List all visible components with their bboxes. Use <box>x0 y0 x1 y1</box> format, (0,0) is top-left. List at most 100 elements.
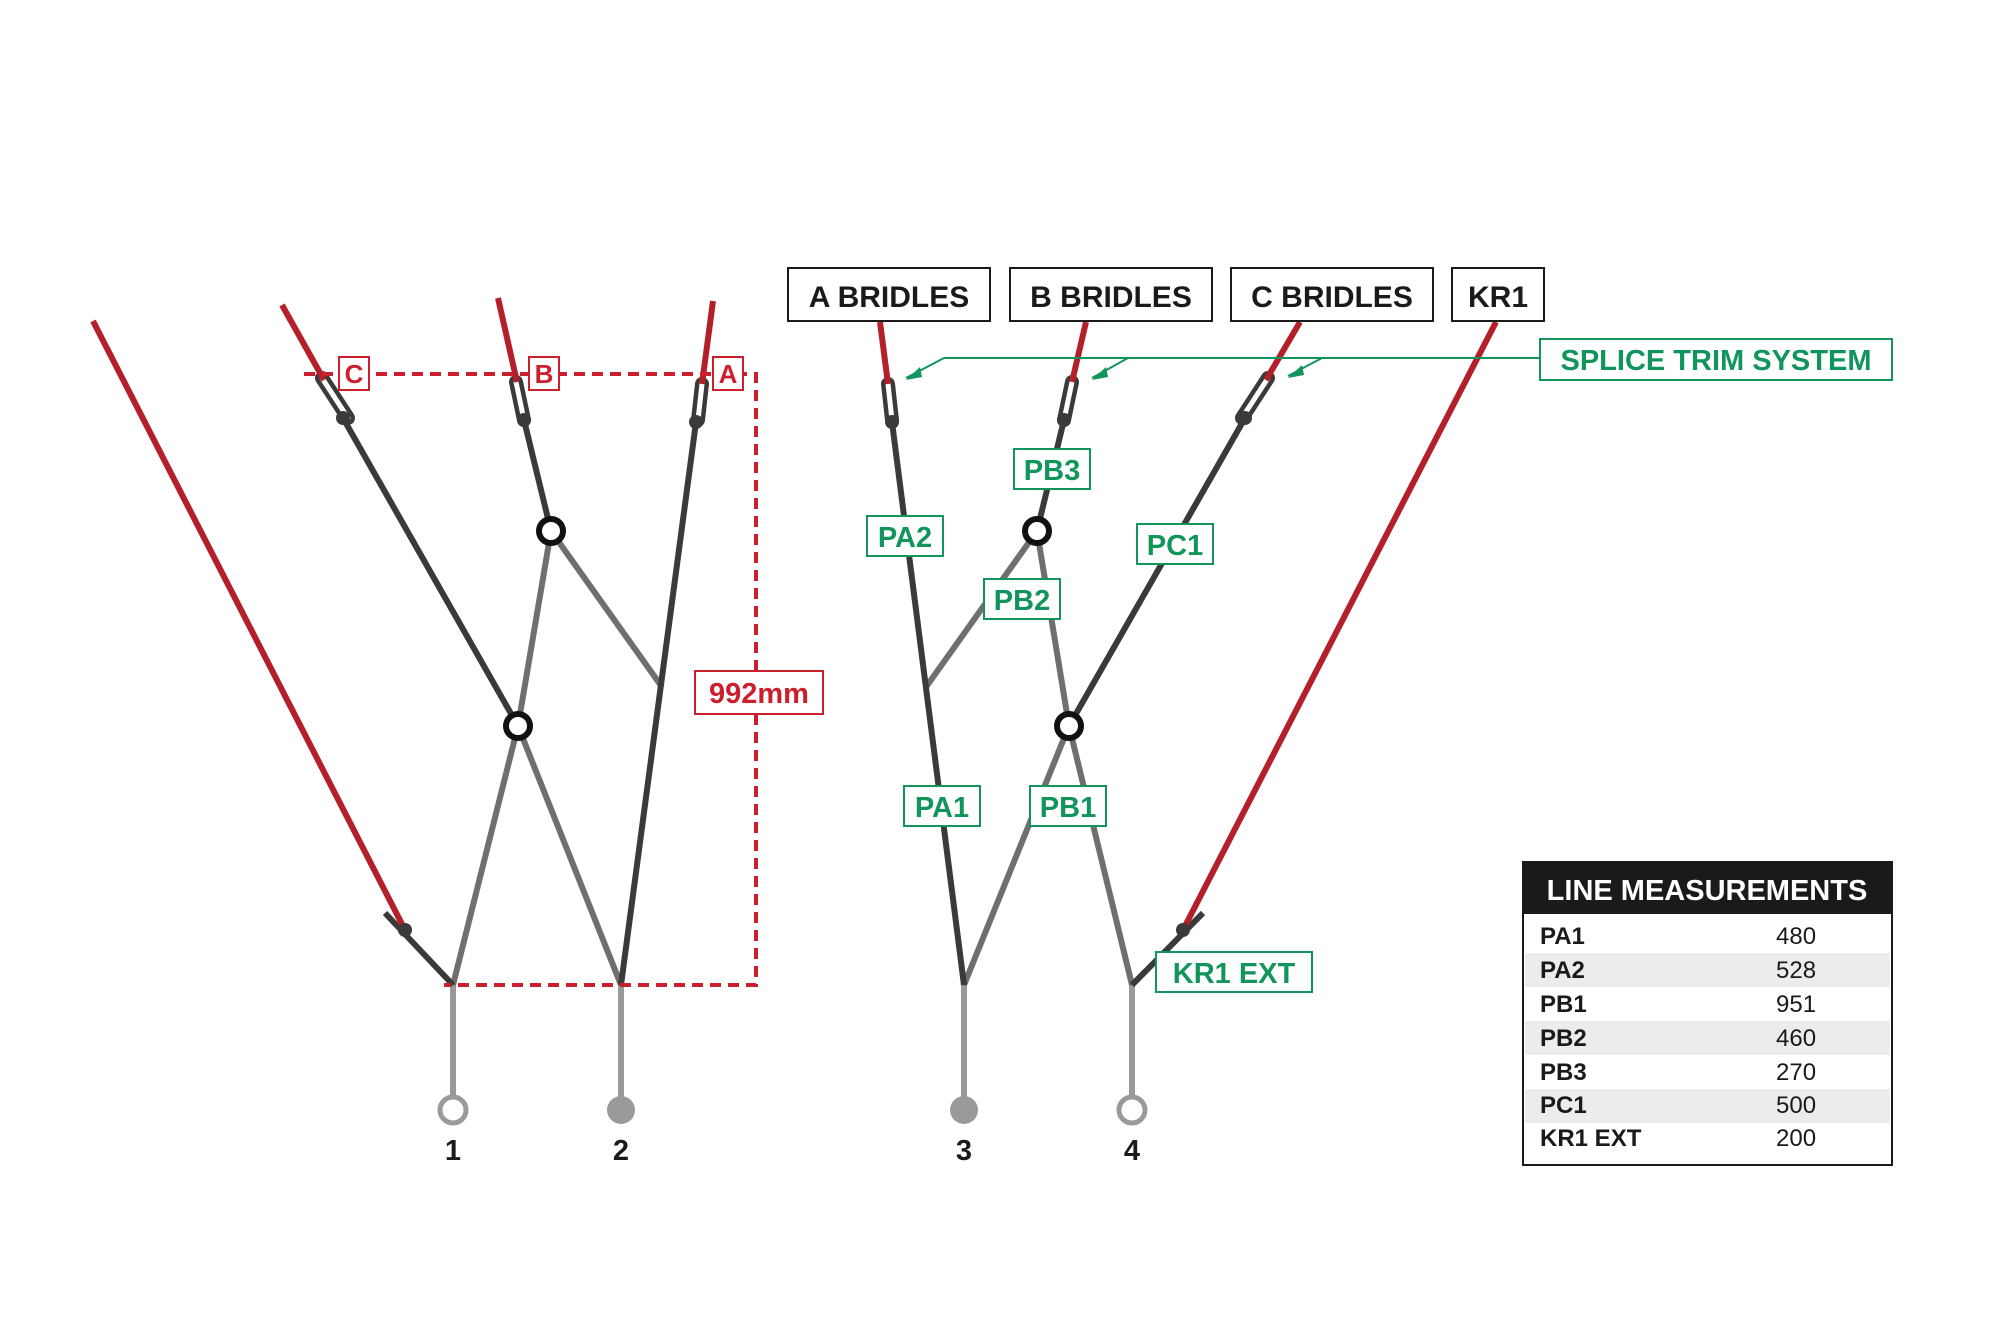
kr1-line-right <box>1180 320 1499 932</box>
a-bridle-tip <box>699 300 716 385</box>
segment-pa1-label: PA1 <box>915 792 969 824</box>
a-bridles-tip <box>877 321 891 385</box>
b-knot <box>517 413 531 427</box>
segment-pb3-label: PB3 <box>1024 455 1080 487</box>
segment-kr1-ext-label: KR1 EXT <box>1173 958 1296 990</box>
pb1-to-line-3 <box>961 724 1072 987</box>
c-ring-to-b-ring <box>515 530 554 727</box>
marker-c-label: C <box>345 359 364 389</box>
left-diagram: C B A 992mm 1 2 <box>90 297 824 1167</box>
header-b-bridles: B BRIDLES <box>1009 267 1213 322</box>
pc-knot <box>1238 411 1252 425</box>
line-number-3: 3 <box>956 1135 972 1167</box>
b-bridles-tip <box>1069 321 1089 383</box>
pb-knot <box>1057 413 1071 427</box>
table-stripe-4 <box>1525 1021 1890 1055</box>
row-value: 528 <box>1776 957 1816 984</box>
marker-c: C <box>338 356 370 391</box>
segment-pa2-label: PA2 <box>878 522 932 554</box>
line-3-end-filled <box>950 1096 978 1124</box>
row-value: 951 <box>1776 991 1816 1018</box>
table-stripe-6 <box>1525 1089 1890 1123</box>
marker-b: B <box>528 356 560 391</box>
row-name: PB2 <box>1540 1025 1587 1052</box>
segment-pa1: PA1 <box>903 785 981 827</box>
c-bridle-tip <box>279 303 327 382</box>
segment-pb1: PB1 <box>1029 785 1107 827</box>
dimension-value: 992mm <box>709 678 809 710</box>
segment-pb3: PB3 <box>1013 448 1091 490</box>
right-diagram: A BRIDLES B BRIDLES C BRIDLES KR1 SPLICE… <box>787 267 1893 1167</box>
line-2-end-filled <box>607 1096 635 1124</box>
b-ring <box>536 516 566 546</box>
kr1-ext-line <box>1129 910 1206 988</box>
dimension-label: 992mm <box>694 670 824 715</box>
header-a-bridles: A BRIDLES <box>787 267 991 322</box>
pa-line <box>889 421 967 986</box>
a-knot <box>689 415 703 429</box>
marker-b-label: B <box>535 359 554 389</box>
c-bridles-tip <box>1263 320 1303 382</box>
row-value: 500 <box>1776 1092 1816 1119</box>
table-row: KR1 EXT 200 <box>1540 1125 1816 1152</box>
line-4-end-open <box>1116 1094 1148 1126</box>
segment-pb2: PB2 <box>983 578 1061 620</box>
marker-a: A <box>712 356 744 391</box>
marker-a-label: A <box>719 359 738 389</box>
table-row: PC1 500 <box>1540 1092 1816 1119</box>
pb2-upper <box>1034 530 1072 727</box>
c-knot <box>336 411 350 425</box>
segment-pc1: PC1 <box>1136 523 1214 565</box>
row-name: PA1 <box>1540 923 1585 950</box>
table-row: PB2 460 <box>1540 1025 1816 1052</box>
line-1-to-c-ring <box>450 725 521 986</box>
header-c-bridles: C BRIDLES <box>1230 267 1434 322</box>
row-name: PA2 <box>1540 957 1585 984</box>
b-ring-to-a-line <box>548 529 665 689</box>
kr1-line-left <box>90 319 408 932</box>
kr1-knot-right <box>1176 923 1190 937</box>
kr1-ext-left <box>382 910 456 988</box>
line-number-4: 4 <box>1124 1135 1140 1167</box>
segment-pb1-label: PB1 <box>1040 792 1096 824</box>
row-name: KR1 EXT <box>1540 1125 1642 1152</box>
table-row: PA2 528 <box>1540 957 1816 984</box>
row-value: 480 <box>1776 923 1816 950</box>
segment-pc1-label: PC1 <box>1147 530 1203 562</box>
pa-knot <box>885 415 899 429</box>
splice-trim-callout: SPLICE TRIM SYSTEM <box>905 338 1893 381</box>
header-a-bridles-label: A BRIDLES <box>809 281 970 314</box>
c-bridle-line <box>340 416 521 728</box>
table-header <box>1523 862 1892 914</box>
pb2-lower <box>923 529 1040 689</box>
row-name: PC1 <box>1540 1092 1587 1119</box>
c-ring-to-line-2 <box>515 724 624 987</box>
row-name: PB3 <box>1540 1059 1587 1086</box>
pb-upper-ring <box>1022 516 1052 546</box>
table-stripe-2 <box>1525 953 1890 987</box>
c-ring <box>503 711 533 741</box>
pb-lower-ring <box>1054 711 1084 741</box>
kr1-knot-left <box>398 923 412 937</box>
line-number-2: 2 <box>613 1135 629 1167</box>
splice-trim-pointer-a <box>905 357 1540 379</box>
b-bridle-line <box>521 419 554 532</box>
segment-kr1-ext: KR1 EXT <box>1155 951 1313 993</box>
header-kr1: KR1 <box>1451 267 1545 322</box>
table-row: PB1 951 <box>1540 991 1816 1018</box>
line-measurements-table: LINE MEASUREMENTS PA1 480 PA2 528 PB1 95… <box>1522 861 1893 1166</box>
pb1-to-line-4 <box>1066 725 1135 986</box>
table-title: LINE MEASUREMENTS <box>1547 875 1868 907</box>
row-value: 460 <box>1776 1025 1816 1052</box>
row-value: 270 <box>1776 1059 1816 1086</box>
header-c-bridles-label: C BRIDLES <box>1251 281 1413 314</box>
splice-trim-label: SPLICE TRIM SYSTEM <box>1561 345 1872 377</box>
segment-pb2-label: PB2 <box>994 585 1050 617</box>
segment-pa2: PA2 <box>866 515 944 557</box>
table-row: PB3 270 <box>1540 1059 1816 1086</box>
row-name: PB1 <box>1540 991 1587 1018</box>
pc1-line <box>1066 416 1248 728</box>
header-kr1-label: KR1 <box>1468 281 1528 314</box>
header-b-bridles-label: B BRIDLES <box>1030 281 1192 314</box>
